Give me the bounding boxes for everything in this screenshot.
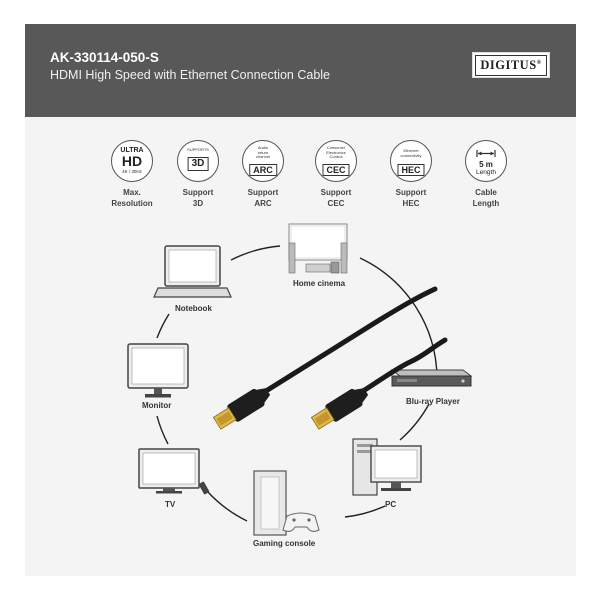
tv-illustration xyxy=(138,448,210,495)
ring-arc-3 xyxy=(399,403,430,441)
ultra-hd-icon: ULTRA HD 4K / 30Hz xyxy=(111,140,153,182)
brand-logo-text: DIGITUS® xyxy=(475,54,547,76)
cable-left xyxy=(255,286,438,399)
feature-hec: Ethernet connectivity HEC Support HEC xyxy=(376,140,446,209)
length-icon: 5 m Length xyxy=(465,140,507,182)
product-sku: AK-330114-050-S xyxy=(50,50,159,65)
ring-arc-4 xyxy=(344,505,386,518)
product-subtitle: HDMI High Speed with Ethernet Connection… xyxy=(50,68,331,82)
hdmi-cables xyxy=(212,286,448,430)
ring-arc-5 xyxy=(206,490,248,522)
double-arrow-icon xyxy=(475,149,496,157)
pc-illustration xyxy=(352,438,422,496)
label-home-cinema: Home cinema xyxy=(293,279,346,288)
cable-right xyxy=(352,337,448,399)
feature-length: 5 m Length Cable Length xyxy=(451,140,521,209)
label-notebook: Notebook xyxy=(175,304,212,313)
notebook-illustration xyxy=(153,245,232,298)
label-bluray: Blu-ray Player xyxy=(406,397,460,406)
ring-arc-7 xyxy=(156,313,170,339)
feature-arc: Audio return channel ARC Support ARC xyxy=(228,140,298,209)
gaming-console-illustration xyxy=(253,470,320,536)
ring-arc-2 xyxy=(359,257,438,379)
arc-icon: Audio return channel ARC xyxy=(242,140,284,182)
hdmi-connector-left xyxy=(212,388,271,430)
cec-icon: Consumer Electronics Control CEC xyxy=(315,140,357,182)
ring-arc-1 xyxy=(230,245,281,261)
label-pc: PC xyxy=(385,500,397,509)
hec-icon: Ethernet connectivity HEC xyxy=(390,140,432,182)
home-cinema-illustration xyxy=(288,223,348,274)
feature-cec: Consumer Electronics Control CEC Support… xyxy=(301,140,371,209)
feature-ultra-hd: ULTRA HD 4K / 30Hz Max. Resolution xyxy=(97,140,167,209)
remote-control-icon xyxy=(198,481,210,495)
label-tv: TV xyxy=(165,500,176,509)
feature-3d: SUPPORTS 3D Support 3D xyxy=(163,140,233,209)
3d-icon: SUPPORTS 3D xyxy=(177,140,219,182)
product-panel: AK-330114-050-S HDMI High Speed with Eth… xyxy=(25,24,576,576)
label-monitor: Monitor xyxy=(142,401,172,410)
connection-ring xyxy=(156,245,438,522)
ring-arc-6 xyxy=(156,415,169,445)
connection-diagram xyxy=(127,223,473,536)
hdmi-connector-right xyxy=(310,388,369,430)
label-gaming-console: Gaming console xyxy=(253,539,316,548)
bluray-player-illustration xyxy=(390,369,473,387)
header-bar: AK-330114-050-S HDMI High Speed with Eth… xyxy=(25,24,576,117)
monitor-illustration xyxy=(127,343,189,398)
brand-logo: DIGITUS® xyxy=(472,52,550,78)
